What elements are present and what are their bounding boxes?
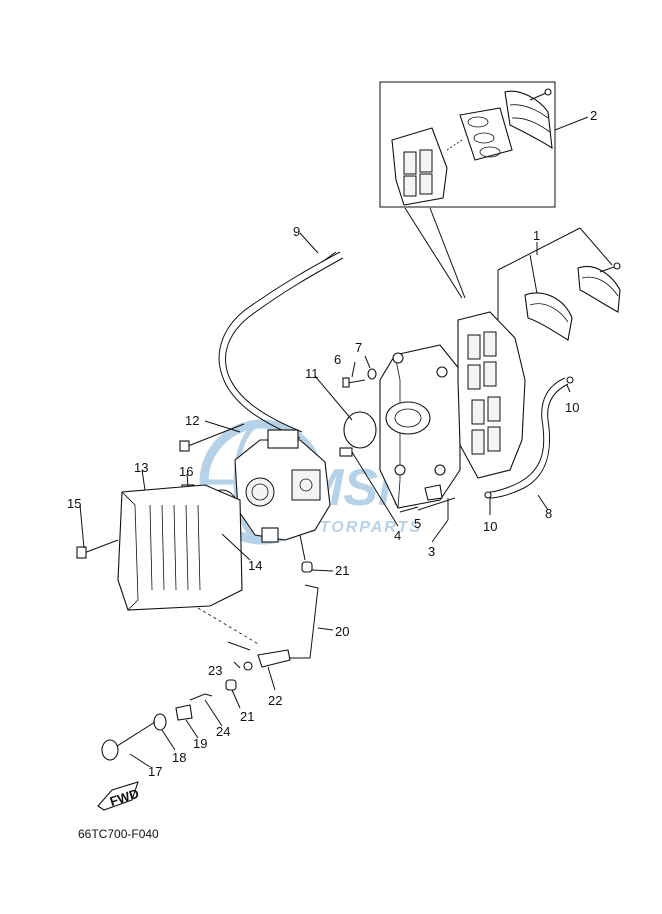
gasket-11 (343, 411, 377, 449)
callout-14: 14 (248, 558, 262, 573)
callout-15: 15 (67, 496, 81, 511)
callout-13: 13 (134, 460, 148, 475)
callout-20: 20 (335, 624, 349, 639)
inset-detail-box (379, 81, 589, 299)
hose-8 (484, 376, 574, 499)
hose-9 (218, 251, 344, 439)
callout-11: 11 (305, 366, 319, 381)
callout-2: 2 (590, 108, 597, 123)
nut-18 (153, 713, 167, 731)
callout-10-lower: 10 (483, 519, 497, 534)
callout-8: 8 (545, 506, 552, 521)
wire-24 (189, 693, 213, 701)
callout-18: 18 (172, 750, 186, 765)
lever-22 (243, 649, 291, 671)
bushing-19 (175, 704, 193, 721)
callout-1: 1 (533, 228, 540, 243)
fwd-arrow: FWD (97, 781, 141, 811)
bolt-6 (342, 377, 366, 388)
fitting-4 (339, 447, 399, 527)
diagram-code: 66TC700-F040 (78, 827, 159, 841)
callout-22: 22 (268, 693, 282, 708)
reed-valve-assembly (497, 227, 621, 341)
callout-4: 4 (394, 528, 401, 543)
bolt-15 (76, 539, 119, 559)
callout-16: 16 (179, 464, 193, 479)
intake-silencer-13 (117, 484, 261, 646)
clip-21-upper (301, 561, 313, 573)
callout-10-upper: 10 (565, 400, 579, 415)
callout-9: 9 (293, 224, 300, 239)
callout-labels: 1 2 3 4 5 6 7 8 9 10 10 11 12 13 14 15 1… (67, 108, 597, 779)
callout-24: 24 (216, 724, 230, 739)
leader-lines (79, 232, 571, 768)
intake-manifold (379, 311, 526, 513)
callout-12: 12 (185, 413, 199, 428)
callout-21-lower: 21 (240, 709, 254, 724)
pin-23 (227, 641, 251, 651)
callout-17: 17 (148, 764, 162, 779)
callout-3: 3 (428, 544, 435, 559)
watermark-sub: MOTORPARTS (290, 519, 422, 536)
choke-knob-17 (101, 721, 156, 761)
callout-23: 23 (208, 663, 222, 678)
callout-6: 6 (334, 352, 341, 367)
carburetor (234, 429, 331, 561)
link-rod-20 (290, 584, 319, 659)
clip-21-lower (225, 679, 237, 691)
bolt-12 (179, 423, 245, 452)
callout-21-upper: 21 (335, 563, 349, 578)
callout-19: 19 (193, 736, 207, 751)
callout-5: 5 (414, 516, 421, 531)
callout-7: 7 (355, 340, 362, 355)
washer-7 (367, 368, 377, 380)
